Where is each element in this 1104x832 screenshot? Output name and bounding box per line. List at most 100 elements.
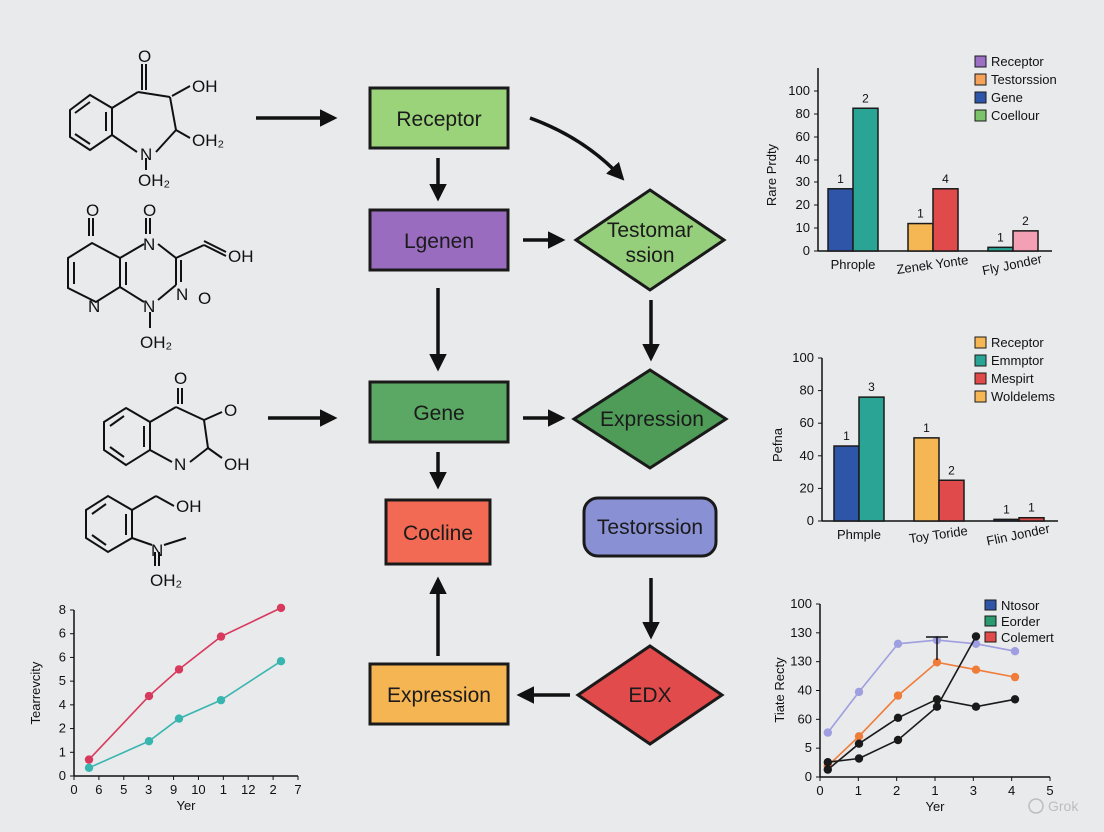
- m1-oh2-bottom: OH₂: [138, 171, 170, 190]
- y-tick-label: 4: [59, 697, 66, 712]
- y-tick-label: 100: [788, 83, 810, 98]
- legend-label: Coellour: [991, 108, 1040, 123]
- category-label: Fly Jonder: [981, 251, 1044, 278]
- data-point: [893, 691, 903, 700]
- legend-swatch: [984, 599, 997, 611]
- data-point: [144, 691, 154, 701]
- y-tick-label: 60: [798, 711, 812, 726]
- y-axis-label: Rare Prdty: [764, 143, 779, 206]
- data-point: [1010, 672, 1020, 682]
- x-tick-label: 0: [70, 782, 77, 797]
- legend-swatch: [974, 109, 987, 122]
- data-point: [144, 736, 154, 746]
- data-point: [893, 639, 903, 648]
- data-point: [971, 665, 981, 674]
- data-point: [1010, 695, 1020, 704]
- node-testomar-line1: Testomar: [607, 219, 693, 242]
- x-tick-label: 2: [269, 782, 276, 797]
- legend-label: Testorssion: [991, 72, 1057, 87]
- series-line: [827, 661, 1016, 767]
- bar: [907, 222, 934, 252]
- x-tick-label: 6: [95, 782, 102, 797]
- x-tick-label: 1: [931, 783, 938, 798]
- y-tick-label: 2: [59, 721, 66, 736]
- category-label: Phrople: [831, 257, 876, 272]
- molecule-2: [67, 218, 227, 328]
- data-point: [174, 714, 184, 723]
- x-tick-label: 3: [145, 782, 152, 797]
- bar-value-label: 2: [862, 91, 869, 105]
- y-tick-label: 0: [803, 243, 810, 258]
- node-receptor: Receptor: [368, 86, 510, 150]
- x-tick-label: 10: [191, 782, 205, 797]
- molecule-3: [103, 388, 223, 467]
- legend-label: Mespirt: [991, 371, 1034, 386]
- m1-oh: OH: [192, 77, 218, 96]
- grok-watermark: Grok: [1028, 798, 1079, 814]
- node-testorssion-label: Testorssion: [597, 516, 703, 539]
- bar-value-label: 1: [1028, 501, 1035, 515]
- node-cocline-label: Cocline: [403, 522, 473, 545]
- x-axis-label: Yer: [176, 798, 196, 813]
- data-point: [216, 632, 226, 641]
- node-testorssion: Testorssion: [582, 496, 718, 558]
- y-tick-label: 40: [798, 683, 812, 698]
- bar: [987, 246, 1014, 252]
- data-point: [823, 728, 832, 737]
- series-line: [88, 607, 282, 761]
- y-tick-label: 130: [790, 654, 812, 669]
- node-lgenen-label: Lgenen: [404, 230, 474, 253]
- data-point: [932, 702, 942, 711]
- legend-swatch: [984, 631, 997, 643]
- legend-swatch: [974, 91, 987, 104]
- m1-o-top: O: [138, 47, 151, 66]
- data-point: [84, 755, 94, 764]
- x-tick-label: 4: [1008, 783, 1015, 798]
- legend-swatch: [974, 354, 987, 367]
- x-axis-label: Yer: [925, 799, 945, 814]
- node-lgenen: Lgenen: [368, 208, 510, 272]
- legend-swatch: [974, 55, 987, 68]
- y-tick-label: 1: [59, 744, 66, 759]
- watermark-text: Grok: [1048, 798, 1079, 814]
- m3-o-right: O: [224, 401, 237, 420]
- bar: [932, 188, 959, 252]
- node-testomar-line2: ssion: [625, 244, 674, 267]
- y-tick-label: 130: [790, 625, 812, 640]
- node-gene-label: Gene: [413, 402, 464, 425]
- y-tick-label: 0: [59, 768, 66, 783]
- m2-n-bottom: N: [143, 297, 155, 316]
- bar-value-label: 2: [948, 463, 955, 477]
- series-line: [827, 639, 1016, 734]
- x-tick-label: 1: [220, 782, 227, 797]
- data-point: [1010, 647, 1020, 656]
- legend-label: Eorder: [1001, 614, 1041, 629]
- node-expression-box-label: Expression: [387, 684, 491, 707]
- m2-o-left: O: [86, 201, 99, 220]
- data-point: [854, 687, 864, 697]
- bar-value-label: 1: [1003, 502, 1010, 516]
- m1-oh2: OH₂: [192, 131, 224, 150]
- y-axis-label: Tearrevcity: [28, 661, 43, 724]
- x-tick-label: 0: [816, 783, 823, 798]
- y-tick-label: 80: [796, 106, 810, 121]
- legend-label: Ntosor: [1001, 598, 1040, 613]
- m2-o-mid: O: [143, 201, 156, 220]
- bar-value-label: 2: [1022, 214, 1029, 228]
- series-line: [88, 660, 282, 769]
- m2-n-right: N: [176, 285, 188, 304]
- node-edx: EDX: [575, 644, 725, 746]
- legend-swatch: [974, 73, 987, 86]
- bar: [833, 445, 860, 522]
- bar: [993, 518, 1020, 522]
- x-tick-label: 9: [170, 782, 177, 797]
- y-tick-label: 6: [59, 649, 66, 664]
- y-tick-label: 60: [800, 415, 814, 430]
- bar: [1012, 230, 1039, 252]
- y-tick-label: 20: [796, 197, 810, 212]
- legend-swatch: [984, 615, 997, 627]
